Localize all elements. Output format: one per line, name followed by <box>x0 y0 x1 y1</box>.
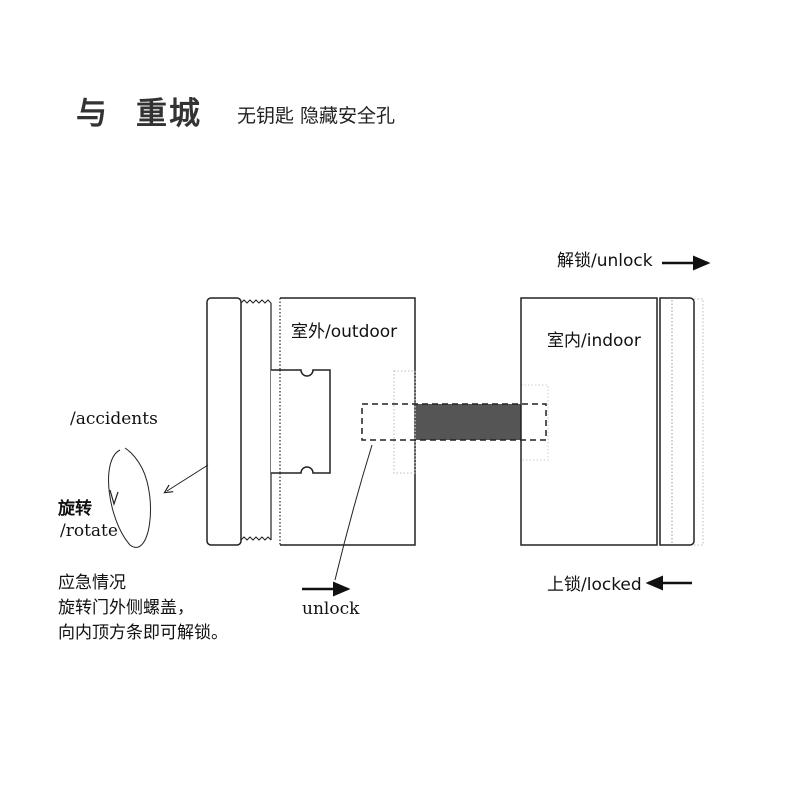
instruction-line: 旋转门外侧螺盖， <box>58 598 194 618</box>
indoor-plate <box>659 297 695 546</box>
hidden-hole-outline <box>393 370 416 474</box>
rotate-icon <box>108 447 151 548</box>
unlock-pointer-line <box>334 444 373 581</box>
locked-direction-label: 上锁/locked <box>547 575 642 595</box>
brand-name: 重城 <box>136 96 202 132</box>
brand-char: 与 <box>76 96 109 132</box>
notched-block <box>271 369 331 474</box>
indoor-handle <box>520 297 658 546</box>
unlock-direction-label: 解锁/unlock <box>557 251 653 271</box>
threaded-ring <box>240 299 272 541</box>
indoor-label: 室内/indoor <box>547 331 641 351</box>
outdoor-label: 室外/outdoor <box>291 322 397 342</box>
rotate-en-label: /rotate <box>60 521 118 541</box>
bar-travel-outline <box>361 403 547 441</box>
outer-screw-cap <box>206 297 242 546</box>
cap-pointer-arrow-icon <box>167 464 209 491</box>
instruction-line: 向内顶方条即可解锁。 <box>58 623 228 643</box>
latch-bar <box>416 404 521 440</box>
indoor-hole-outline <box>520 384 549 461</box>
accidents-label: /accidents <box>70 409 158 429</box>
tagline: 无钥匙 隐藏安全孔 <box>237 105 395 127</box>
instruction-line: 应急情况 <box>58 573 126 593</box>
unlock-bottom-label: unlock <box>302 599 360 619</box>
rotate-cn-label: 旋转 <box>57 498 92 519</box>
